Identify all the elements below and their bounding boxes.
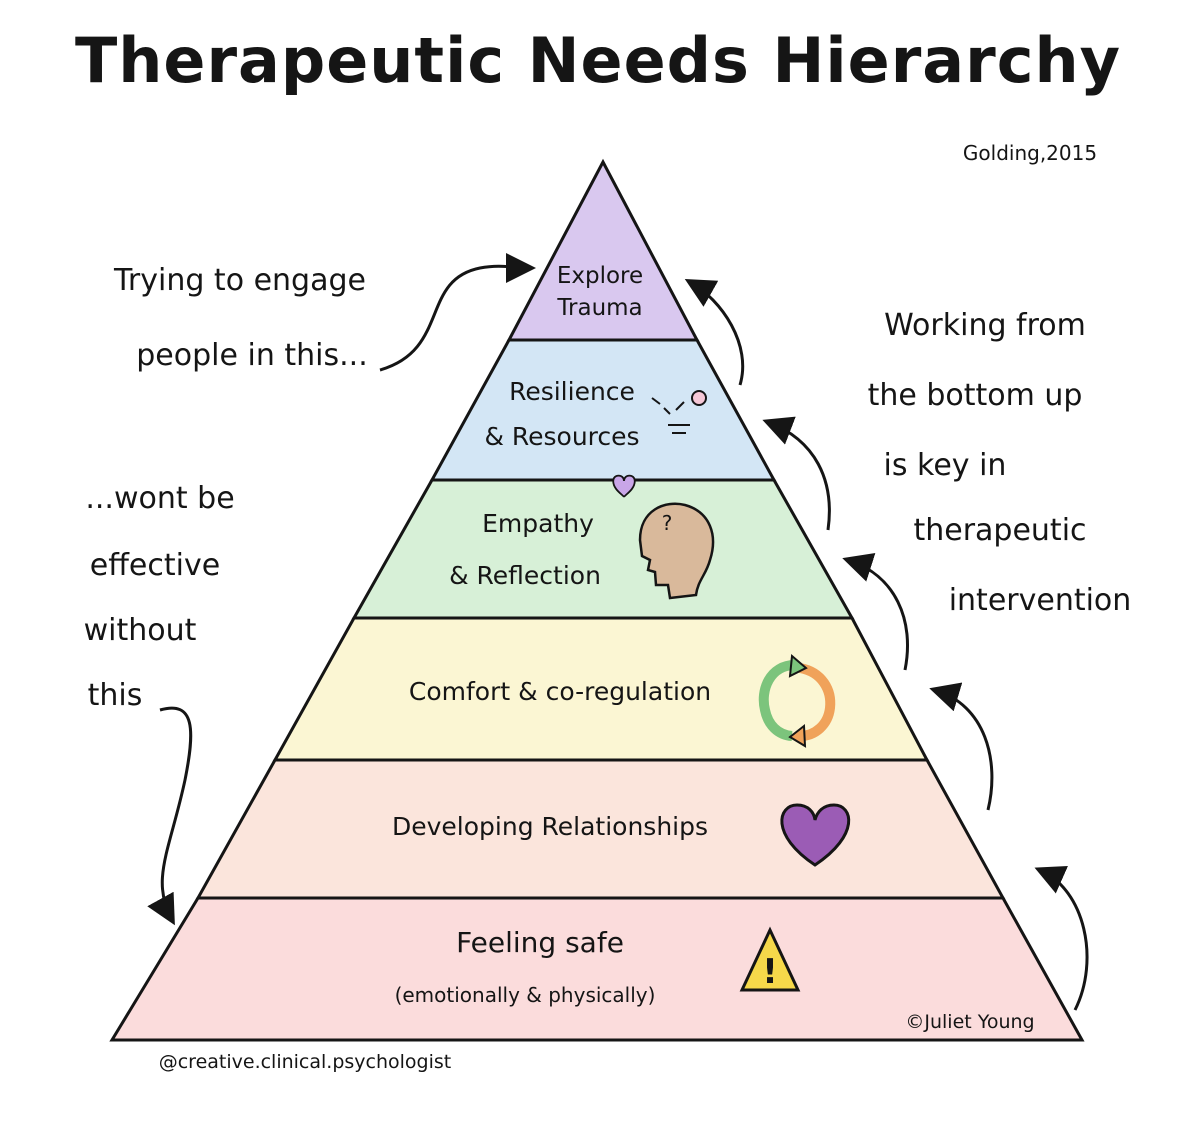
tier-resilience (429, 338, 777, 482)
tier-label-trauma: Trauma (556, 295, 642, 321)
note-this: this (88, 678, 143, 713)
tier-label-comfort: Comfort & co-regulation (409, 677, 711, 706)
note-trying-to-engage: Trying to engage (113, 263, 366, 298)
note-people-in-this: people in this... (136, 338, 367, 373)
bounce-ball-icon (651, 390, 707, 434)
note-bottom-up: the bottom up (868, 378, 1083, 413)
tier-label-resources: & Resources (484, 422, 639, 451)
note-working-from: Working from (884, 308, 1086, 343)
note-intervention: intervention (949, 583, 1132, 618)
tier-label-relationships: Developing Relationships (392, 812, 708, 841)
bottom-up-arrows (684, 279, 1089, 1011)
svg-text:!: ! (762, 952, 778, 992)
pyramid (109, 158, 1085, 1042)
note-wont-be: ...wont be (85, 481, 234, 516)
tier-label-reflection: & Reflection (449, 561, 601, 590)
question-mark-icon: ? (662, 511, 673, 535)
note-effective: effective (90, 548, 220, 583)
tier-label-explore: Explore (557, 263, 643, 289)
credit-handle: @creative.clinical.psychologist (159, 1051, 452, 1073)
tier-label-emotionally-physically: (emotionally & physically) (395, 983, 656, 1007)
heart-icon (780, 803, 851, 867)
tier-label-feeling-safe: Feeling safe (456, 926, 624, 959)
tier-label-resilience: Resilience (509, 377, 635, 406)
citation: Golding,2015 (963, 141, 1097, 165)
tier-label-empathy: Empathy (482, 509, 594, 538)
note-is-key-in: is key in (884, 448, 1007, 483)
head-icon: ? (612, 474, 715, 600)
arrow-to-bottom-tier (147, 706, 193, 926)
note-therapeutic: therapeutic (913, 513, 1086, 548)
tier-feeling-safe (109, 896, 1085, 1042)
credit-juliet-young: ©Juliet Young (905, 1011, 1034, 1033)
note-without: without (84, 613, 197, 648)
warning-icon: ! (739, 926, 801, 992)
cycle-arrows-icon (758, 653, 836, 748)
arrow-to-top-tier (379, 252, 536, 372)
diagram-title: Therapeutic Needs Hierarchy (75, 24, 1121, 97)
tier-empathy (351, 478, 855, 620)
